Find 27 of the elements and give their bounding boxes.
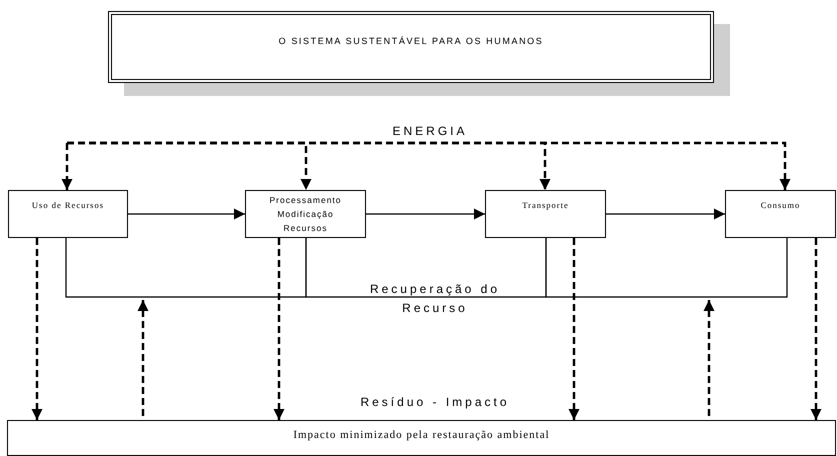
- connector-line: [305, 238, 547, 298]
- diagram-label: Resíduo - Impacto: [359, 394, 511, 411]
- arrow: [606, 208, 725, 220]
- connector-line: [65, 238, 307, 298]
- box-label: Impacto minimizado pela restauração ambiental: [293, 429, 550, 443]
- box-label: Uso de Recursos: [32, 199, 104, 212]
- diagram-label: Recuperação do Recurso: [368, 281, 502, 317]
- box-label: Transporte: [522, 199, 569, 212]
- impact-box: [7, 420, 836, 456]
- arrow: [366, 208, 485, 220]
- dashed-arrow: [62, 142, 72, 190]
- box-label: Consumo: [760, 199, 800, 212]
- dashed-arrow: [67, 142, 790, 190]
- dashed-arrow: [274, 238, 284, 420]
- connector-line: [545, 238, 788, 298]
- diagram-label: ENERGIA: [391, 123, 468, 140]
- arrow: [128, 208, 245, 220]
- dashed-arrow: [704, 300, 714, 416]
- dashed-arrow: [138, 300, 148, 416]
- process-box: [245, 190, 366, 238]
- dashed-arrow: [32, 238, 42, 420]
- dashed-arrow: [810, 238, 822, 420]
- box-label: Processamento Modificação Recursos: [268, 194, 343, 235]
- process-box: [485, 190, 606, 238]
- process-box: [8, 190, 128, 238]
- process-box: [725, 190, 836, 238]
- dashed-arrow: [568, 238, 580, 420]
